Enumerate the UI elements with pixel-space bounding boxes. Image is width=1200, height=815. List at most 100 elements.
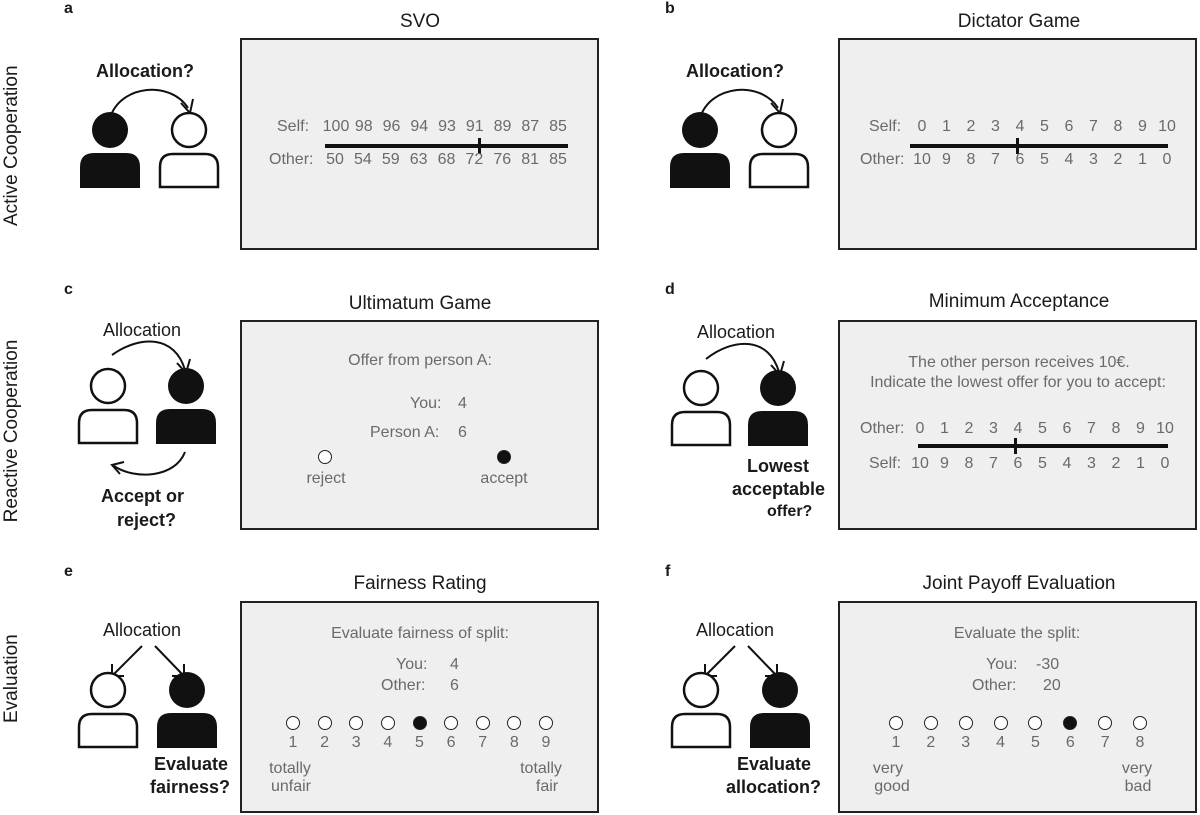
rating-option[interactable] bbox=[507, 716, 522, 730]
question-d-line3: offer? bbox=[767, 503, 813, 520]
prompt-d-line2: Indicate the lowest offer for you to acc… bbox=[870, 374, 1166, 391]
rating-option-label: 7 bbox=[478, 734, 488, 751]
person-filled-icon bbox=[750, 672, 810, 748]
person-outline-icon bbox=[77, 367, 139, 445]
rating-option[interactable] bbox=[1133, 716, 1147, 730]
scale-value: 2 bbox=[964, 420, 974, 437]
scale-value: 6 bbox=[1064, 118, 1074, 135]
scale-value: 2 bbox=[966, 118, 976, 135]
left-anchor-f-1: very bbox=[872, 760, 904, 777]
person-outline-icon bbox=[748, 111, 810, 189]
rating-option[interactable] bbox=[317, 716, 332, 730]
panel-letter-d: d bbox=[665, 281, 675, 298]
scale-value: 89 bbox=[493, 118, 512, 135]
allocation-label-d: Allocation bbox=[697, 322, 776, 342]
panel-title-e: Fairness Rating bbox=[353, 573, 487, 594]
rating-option[interactable] bbox=[958, 716, 973, 730]
panel-box-f bbox=[838, 601, 1197, 813]
rating-option[interactable] bbox=[380, 716, 395, 730]
scale-value: 85 bbox=[549, 151, 567, 168]
person-outline-icon bbox=[77, 671, 139, 749]
right-anchor-e-2: fair bbox=[535, 778, 559, 795]
rating-option[interactable] bbox=[349, 716, 364, 730]
question-b: Allocation? bbox=[686, 61, 784, 81]
rating-option[interactable] bbox=[993, 716, 1008, 730]
rating-option[interactable] bbox=[1098, 716, 1113, 730]
rating-option-label: 9 bbox=[541, 734, 551, 751]
scale-value: 5 bbox=[1038, 455, 1047, 472]
rating-option[interactable] bbox=[475, 716, 490, 730]
panel-box-d bbox=[838, 320, 1197, 530]
panel-title-f: Joint Payoff Evaluation bbox=[922, 573, 1116, 594]
allocation-label-f: Allocation bbox=[696, 620, 775, 640]
rating-option-label: 1 bbox=[288, 734, 298, 751]
scale-value: 8 bbox=[964, 455, 974, 472]
scale-value: 8 bbox=[966, 151, 976, 168]
question-d-line2: acceptable bbox=[732, 479, 826, 499]
response-arrow-c bbox=[110, 451, 186, 476]
row-label-reactive-cooperation: Reactive Cooperation bbox=[1, 339, 22, 523]
scale-value: 6 bbox=[1013, 455, 1023, 472]
rating-option[interactable] bbox=[1063, 716, 1078, 730]
rating-option[interactable] bbox=[1028, 716, 1043, 730]
question-c-line1: Accept or bbox=[101, 486, 185, 506]
right-anchor-f-2: bad bbox=[1124, 778, 1152, 795]
self-label-a: Self: bbox=[277, 118, 310, 135]
rating-option[interactable] bbox=[539, 716, 553, 730]
rating-option[interactable] bbox=[286, 716, 300, 730]
prompt-f: Evaluate the split: bbox=[953, 625, 1081, 642]
scale-value: 94 bbox=[410, 118, 429, 135]
scale-value: 0 bbox=[915, 420, 925, 437]
scale-value: 6 bbox=[1015, 151, 1025, 168]
rating-option[interactable] bbox=[444, 716, 459, 730]
scale-value: 5 bbox=[1040, 151, 1049, 168]
rating-option-label: 3 bbox=[351, 734, 361, 751]
rating-option-label: 6 bbox=[1065, 734, 1075, 751]
scale-value: 7 bbox=[1089, 118, 1098, 135]
you-label-f: You: bbox=[986, 656, 1018, 673]
other-value-e: 6 bbox=[450, 677, 459, 694]
scale-value: 1 bbox=[1138, 151, 1147, 168]
left-anchor-e-1: totally bbox=[269, 760, 311, 777]
scale-value: 10 bbox=[913, 151, 931, 168]
scale-value: 72 bbox=[465, 151, 484, 168]
you-value-c: 4 bbox=[458, 395, 467, 412]
scale-line-d bbox=[918, 444, 1168, 448]
scale-value: 4 bbox=[1015, 118, 1025, 135]
you-value-f: -30 bbox=[1036, 656, 1060, 673]
person-outline-icon bbox=[670, 671, 732, 749]
scale-value: 54 bbox=[353, 151, 372, 168]
person-filled-icon bbox=[80, 112, 140, 188]
scale-value: 63 bbox=[409, 151, 428, 168]
scale-value: 10 bbox=[1156, 420, 1174, 437]
scale-value: 4 bbox=[1062, 455, 1072, 472]
panel-letter-a: a bbox=[64, 0, 73, 17]
scale-line-a bbox=[325, 144, 568, 148]
question-e-line2: fairness? bbox=[150, 777, 231, 797]
rating-option-label: 7 bbox=[1100, 734, 1110, 751]
reject-option[interactable] bbox=[318, 450, 332, 464]
rating-option[interactable] bbox=[889, 716, 903, 730]
question-c-line2: reject? bbox=[117, 510, 177, 530]
scale-tick-d bbox=[1014, 438, 1017, 454]
panel-box-e bbox=[240, 601, 599, 813]
rating-option[interactable] bbox=[412, 716, 427, 730]
scale-tick-a bbox=[478, 138, 481, 154]
scale-value: 87 bbox=[521, 118, 540, 135]
accept-option[interactable] bbox=[497, 450, 511, 464]
scale-value: 0 bbox=[1160, 455, 1170, 472]
scale-value: 91 bbox=[465, 118, 484, 135]
self-label-b: Self: bbox=[869, 118, 902, 135]
rating-option-label: 5 bbox=[1030, 734, 1040, 751]
scale-value: 4 bbox=[1064, 151, 1074, 168]
scale-value: 96 bbox=[382, 118, 401, 135]
person-outline-icon bbox=[158, 111, 220, 189]
person-outline-icon bbox=[670, 369, 732, 447]
scale-value: 59 bbox=[381, 151, 400, 168]
scale-value: 0 bbox=[917, 118, 927, 135]
question-d-line1: Lowest bbox=[747, 456, 810, 476]
scale-tick-b bbox=[1016, 138, 1019, 154]
panel-title-c: Ultimatum Game bbox=[348, 293, 492, 314]
reject-label: reject bbox=[306, 470, 346, 487]
rating-option[interactable] bbox=[923, 716, 938, 730]
